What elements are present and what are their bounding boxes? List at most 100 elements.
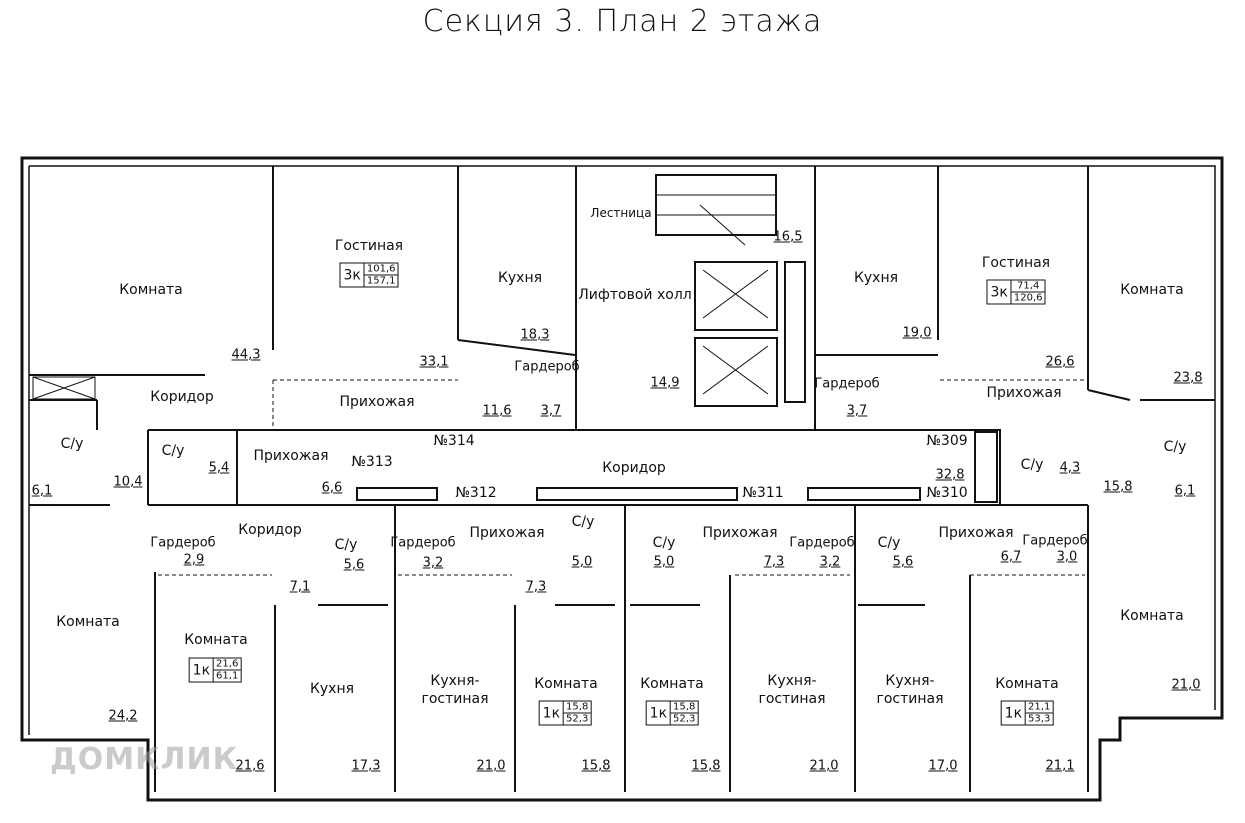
room-name-r21: Коридор bbox=[238, 522, 302, 538]
room-area-r19: 6,1 bbox=[1174, 483, 1196, 499]
badge-type: 1к bbox=[540, 701, 565, 725]
room-area-r22: 5,6 bbox=[343, 557, 365, 573]
apartment-number: №310 bbox=[926, 485, 968, 501]
badge-type: 1к bbox=[1002, 701, 1027, 725]
room-name-r19: С/у bbox=[1163, 439, 1187, 455]
room-area-r37: 15,8 bbox=[691, 758, 721, 774]
badge-total-area: 52,3 bbox=[566, 713, 589, 725]
badge-living-area: 15,8 bbox=[671, 701, 698, 714]
room-name-r29: С/у bbox=[877, 535, 901, 551]
room-area-r41: 21,0 bbox=[1171, 677, 1201, 693]
room-area-r9: 10,4 bbox=[113, 474, 143, 490]
room-area-r35: 21,0 bbox=[476, 758, 506, 774]
room-name-r31: Гардероб bbox=[1022, 533, 1088, 549]
room-name-r13: Прихожая bbox=[986, 385, 1062, 401]
room-area-r1: 44,3 bbox=[231, 347, 261, 363]
badge-total-area: 157,1 bbox=[366, 275, 396, 287]
apartment-number: №313 bbox=[351, 454, 393, 470]
room-area-r33: 21,6 bbox=[235, 758, 265, 774]
room-name-r14: С/у bbox=[60, 436, 84, 452]
room-area-r18: 4,3 bbox=[1059, 460, 1081, 476]
room-area-r28: 3,2 bbox=[819, 554, 841, 570]
room-area-r5: 14,9 bbox=[650, 375, 680, 391]
room-name-r41: Комната bbox=[1120, 608, 1184, 624]
badge-total-area: 52,3 bbox=[673, 713, 696, 725]
room-name-r3: Кухня bbox=[497, 270, 543, 286]
room-area-r4: 16,5 bbox=[773, 229, 803, 245]
room-name-r22: С/у bbox=[334, 537, 358, 553]
badge-type: 1к bbox=[190, 658, 215, 682]
room-name-r40: Комната bbox=[995, 676, 1059, 692]
room-area-r3: 18,3 bbox=[520, 327, 550, 343]
room-name-r38: Кухня- гостиная bbox=[758, 673, 826, 707]
room-name-r34: Кухня bbox=[309, 681, 355, 697]
room-area-r29: 5,6 bbox=[892, 554, 914, 570]
room-area-r31: 3,0 bbox=[1056, 549, 1078, 565]
badge-total-area: 120,6 bbox=[1013, 292, 1043, 304]
badge-total-area: 61,1 bbox=[216, 670, 239, 682]
room-name-r25: С/у bbox=[571, 514, 595, 530]
badge-living-area: 101,6 bbox=[364, 263, 398, 276]
room-area-r27: 7,3 bbox=[763, 554, 785, 570]
watermark-logo: ДОМКЛИК bbox=[50, 742, 239, 777]
room-area-r26: 5,0 bbox=[653, 554, 675, 570]
room-area-r16: 6,6 bbox=[321, 480, 343, 496]
badge-living-area: 15,8 bbox=[564, 701, 591, 714]
room-name-r15: С/у bbox=[161, 443, 185, 459]
room-name-r1: Комната bbox=[119, 282, 183, 298]
room-name-r20: Гардероб bbox=[150, 535, 216, 551]
room-area-r30: 6,7 bbox=[1000, 549, 1022, 565]
room-name-r17: Коридор bbox=[602, 460, 666, 476]
room-area-r7: 26,6 bbox=[1045, 354, 1075, 370]
room-name-r37: Комната bbox=[640, 676, 704, 692]
badge-total-area: 53,3 bbox=[1028, 713, 1051, 725]
room-area-r10: 11,6 bbox=[482, 403, 512, 419]
room-area-r38: 21,0 bbox=[809, 758, 839, 774]
room-name-r10: Прихожая bbox=[339, 394, 415, 410]
room-name-r11: Гардероб bbox=[514, 359, 580, 375]
room-name-r33: Комната bbox=[184, 632, 248, 648]
apartment-number: №309 bbox=[926, 433, 968, 449]
room-area-r32: 24,2 bbox=[108, 708, 138, 724]
room-area-r25: 5,0 bbox=[571, 554, 593, 570]
badge-type: 3к bbox=[987, 280, 1012, 304]
apartment-number: №311 bbox=[742, 485, 784, 501]
room-name-r24: Прихожая bbox=[469, 525, 545, 541]
room-area-r15: 5,4 bbox=[208, 460, 230, 476]
room-area-r13: 15,8 bbox=[1103, 479, 1133, 495]
room-name-r32: Комната bbox=[56, 614, 120, 630]
room-area-r40: 21,1 bbox=[1045, 758, 1075, 774]
room-name-r36: Комната bbox=[534, 676, 598, 692]
badge-living-area: 21,1 bbox=[1026, 701, 1053, 714]
room-area-r12: 3,7 bbox=[846, 403, 868, 419]
plan-title: Секция 3. План 2 этажа bbox=[422, 4, 823, 39]
room-area-r6: 19,0 bbox=[902, 325, 932, 341]
room-name-r8: Комната bbox=[1120, 282, 1184, 298]
apartment-number: №312 bbox=[455, 485, 497, 501]
room-area-r2: 33,1 bbox=[419, 354, 449, 370]
room-name-r35: Кухня- гостиная bbox=[421, 673, 489, 707]
room-name-r16: Прихожая bbox=[253, 448, 329, 464]
room-area-r14: 6,1 bbox=[31, 483, 53, 499]
room-name-r9: Коридор bbox=[150, 389, 214, 405]
room-area-r36: 15,8 bbox=[581, 758, 611, 774]
room-area-r34: 17,3 bbox=[351, 758, 381, 774]
room-name-r4: Лестница bbox=[590, 206, 652, 220]
room-area-r8: 23,8 bbox=[1173, 370, 1203, 386]
room-area-r17: 32,8 bbox=[935, 467, 965, 483]
room-area-r24: 7,3 bbox=[525, 579, 547, 595]
room-name-r39: Кухня- гостиная bbox=[876, 673, 944, 707]
room-name-r2: Гостиная bbox=[334, 238, 404, 254]
room-name-r30: Прихожая bbox=[938, 525, 1014, 541]
room-name-r23: Гардероб bbox=[390, 535, 456, 551]
room-name-r7: Гостиная bbox=[981, 255, 1051, 271]
room-name-r18: С/у bbox=[1020, 457, 1044, 473]
badge-living-area: 21,6 bbox=[214, 658, 241, 671]
room-area-r20: 2,9 bbox=[183, 552, 205, 568]
badge-type: 3к bbox=[340, 263, 365, 287]
